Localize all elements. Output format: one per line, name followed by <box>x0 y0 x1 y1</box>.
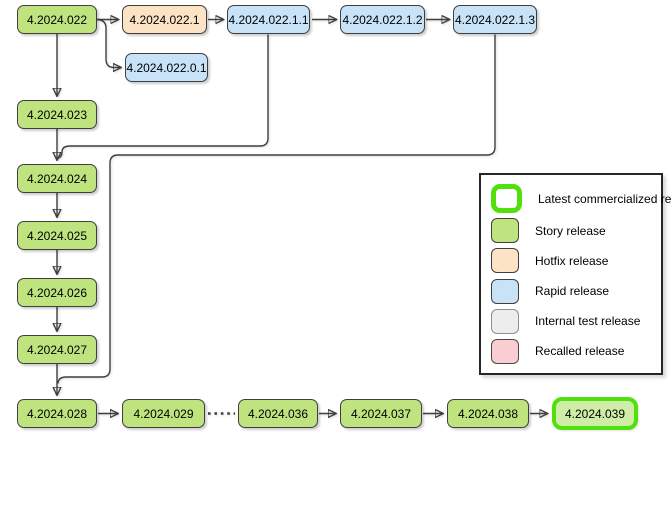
node-4-2024-027: 4.2024.027 <box>17 335 97 364</box>
legend-item-latest: Latest commercialized release <box>491 184 672 214</box>
legend-swatch-hotfix <box>491 248 519 274</box>
legend-item-hotfix: Hotfix release <box>491 248 655 274</box>
legend-item-story: Story release <box>491 218 655 244</box>
legend-item-label: Story release <box>535 223 606 238</box>
node-4-2024-037: 4.2024.037 <box>340 399 422 428</box>
node-4-2024-036: 4.2024.036 <box>238 399 318 428</box>
connector-022-to-022-0-1 <box>96 18 121 68</box>
legend-swatch-recalled <box>491 338 519 364</box>
node-4-2024-028: 4.2024.028 <box>17 399 97 428</box>
legend-item-label: Rapid release <box>535 284 610 299</box>
legend-item-label: Hotfix release <box>535 253 609 268</box>
node-4-2024-022-1-2: 4.2024.022.1.2 <box>340 5 425 34</box>
node-4-2024-029: 4.2024.029 <box>122 399 205 428</box>
node-4-2024-022-1: 4.2024.022.1 <box>122 5 207 34</box>
node-4-2024-022-1-3: 4.2024.022.1.3 <box>453 5 537 34</box>
legend-item-rapid: Rapid release <box>491 278 655 304</box>
node-4-2024-022-1-1: 4.2024.022.1.1 <box>227 5 310 34</box>
node-4-2024-039: 4.2024.039 <box>552 397 638 430</box>
node-4-2024-022: 4.2024.022 <box>17 5 97 34</box>
legend-item-recalled: Recalled release <box>491 338 655 364</box>
node-4-2024-038: 4.2024.038 <box>447 399 529 428</box>
node-4-2024-025: 4.2024.025 <box>17 221 97 250</box>
node-4-2024-022-0-1: 4.2024.022.0.1 <box>125 53 208 82</box>
legend-swatch-internal <box>491 308 519 334</box>
legend: Latest commercialized release Story rele… <box>479 173 672 375</box>
node-4-2024-023: 4.2024.023 <box>17 100 97 129</box>
connector-022-1-1-to-024 <box>57 34 269 160</box>
legend-item-label: Recalled release <box>535 344 625 359</box>
legend-item-label: Latest commercialized release <box>538 191 672 206</box>
connector-022-1-3-to-028 <box>57 34 496 384</box>
legend-swatch-latest <box>491 184 522 214</box>
legend-item-internal: Internal test release <box>491 308 655 334</box>
node-4-2024-026: 4.2024.026 <box>17 278 97 307</box>
legend-swatch-rapid <box>491 278 519 304</box>
legend-swatch-story <box>491 218 519 244</box>
legend-item-label: Internal test release <box>535 314 641 329</box>
node-4-2024-024: 4.2024.024 <box>17 164 97 193</box>
